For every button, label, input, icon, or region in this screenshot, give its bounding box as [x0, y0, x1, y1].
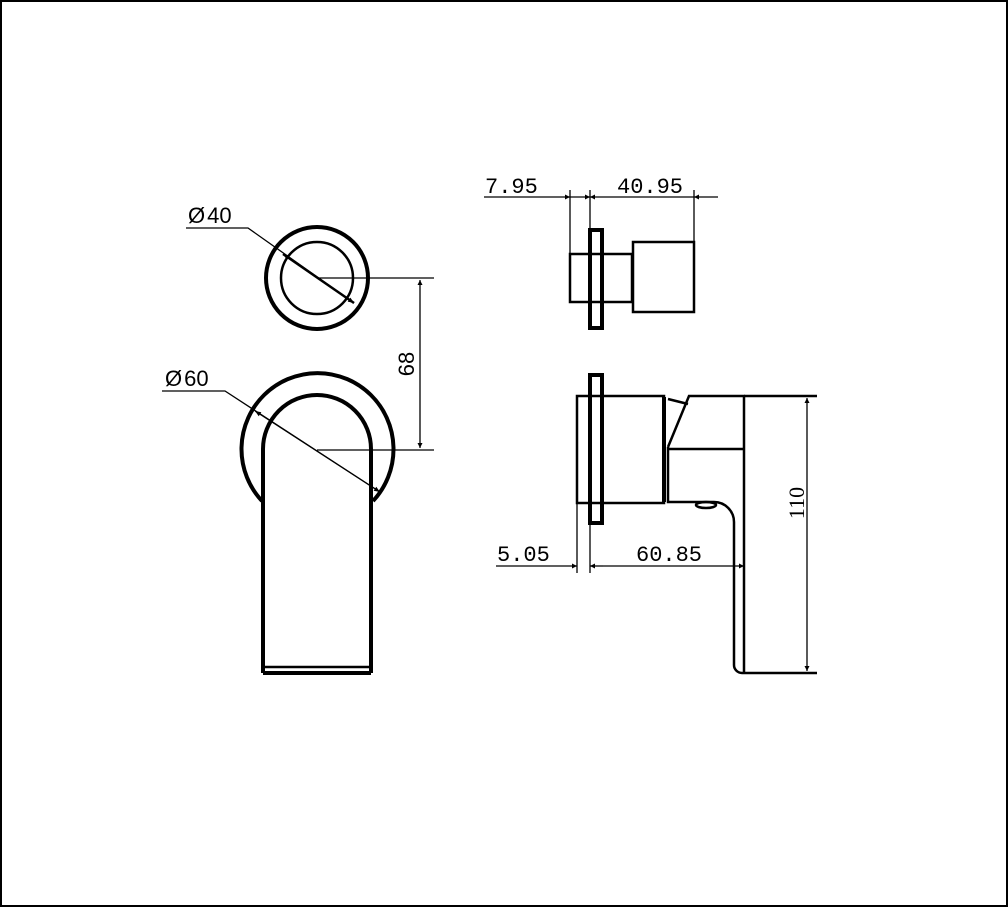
dimension-60-85-label: 60.85 [636, 543, 702, 568]
escutcheon-arc [239, 371, 396, 503]
front-mixer-view: Ø60 [162, 366, 434, 675]
dimension-40-95-label: 40.95 [617, 175, 683, 200]
diameter-60-label: Ø60 [165, 366, 209, 391]
dimension-5-05-label: 5.05 [497, 543, 550, 568]
diameter-40-label: Ø40 [188, 203, 232, 228]
dimension-68-label: 68 [394, 352, 419, 376]
dimension-68: 68 [394, 280, 423, 448]
front-trim-view: Ø40 [186, 203, 434, 331]
side-trim-view: 7.95 40.95 [484, 175, 718, 330]
dimension-110-label: 110 [784, 487, 809, 519]
dimension-7-95-label: 7.95 [485, 175, 538, 200]
side-mixer-view: 110 5.05 60.85 [496, 373, 817, 675]
diameter-40-leader [186, 227, 355, 304]
